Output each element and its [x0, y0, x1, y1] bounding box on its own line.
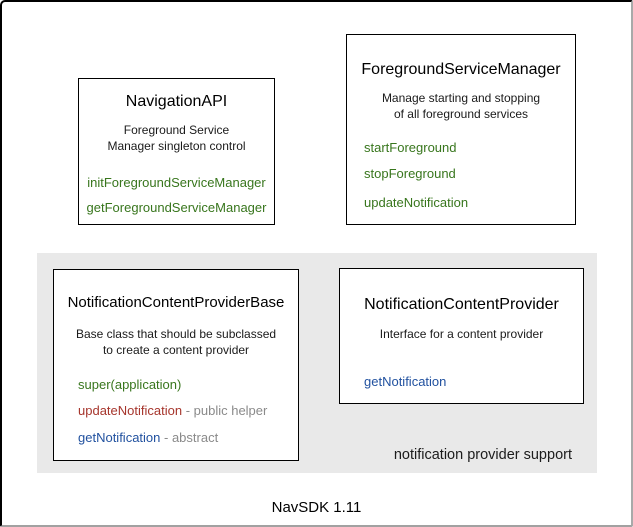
method-get-notification: getNotification - abstract — [78, 431, 218, 445]
method-label: updateNotification — [78, 403, 183, 418]
class-box-navigation-api: NavigationAPI Foreground Service Manager… — [78, 78, 275, 225]
group-label: notification provider support — [393, 447, 572, 463]
class-description: Base class that should be subclassed to … — [54, 326, 298, 358]
class-box-notification-content-provider: NotificationContentProvider Interface fo… — [339, 268, 584, 404]
description-line: Foreground Service — [123, 123, 230, 137]
class-title: NotificationContentProvider — [364, 296, 559, 313]
description-line: Manager singleton control — [107, 139, 246, 153]
method-get-notification: getNotification — [364, 374, 447, 389]
footer-version-label: NavSDK 1.11 — [271, 499, 362, 516]
method-annotation: - public helper — [182, 403, 268, 418]
method-init-foreground-service-manager: initForegroundServiceManager — [87, 175, 266, 190]
method-stop-foreground: stopForeground — [364, 166, 456, 181]
method-label: getNotification — [78, 430, 161, 445]
class-title: NavigationAPI — [125, 93, 228, 110]
description-line: of all foreground services — [393, 107, 529, 121]
description-line: Manage starting and stopping — [381, 91, 541, 105]
class-title: ForegroundServiceManager — [361, 61, 561, 78]
description-line: Interface for a content provider — [379, 327, 544, 341]
method-label: super(application) — [78, 377, 182, 392]
method-update-notification: updateNotification — [364, 195, 469, 210]
class-box-notification-content-provider-base: NotificationContentProviderBase Base cla… — [53, 269, 299, 461]
method-annotation: - abstract — [160, 430, 219, 445]
description-line: to create a content provider — [102, 343, 250, 357]
description-line: Base class that should be subclassed — [75, 327, 277, 341]
method-start-foreground: startForeground — [364, 140, 457, 155]
method-super-application: super(application) — [78, 378, 181, 392]
class-box-foreground-service-manager: ForegroundServiceManager Manage starting… — [346, 34, 576, 225]
method-get-foreground-service-manager: getForegroundServiceManager — [86, 200, 267, 215]
class-description: Manage starting and stopping of all fore… — [347, 90, 575, 122]
class-description: Foreground Service Manager singleton con… — [79, 122, 274, 154]
method-update-notification: updateNotification - public helper — [78, 404, 267, 418]
class-description: Interface for a content provider — [340, 326, 583, 342]
class-title: NotificationContentProviderBase — [67, 294, 285, 311]
